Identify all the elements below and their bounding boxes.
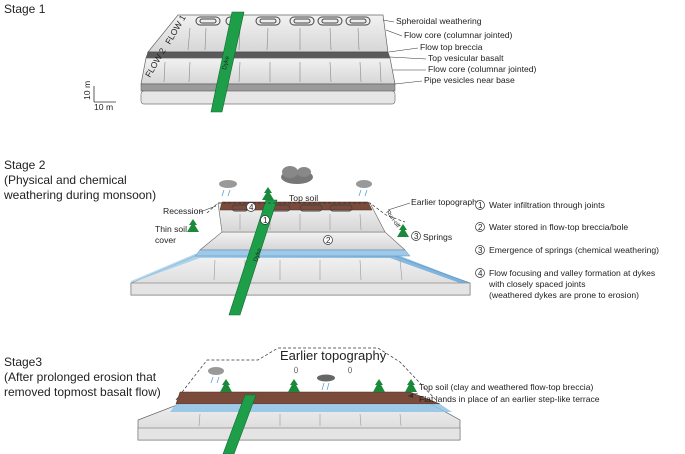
stage1-base-slab xyxy=(140,90,396,105)
stage2-base-slab xyxy=(130,282,471,296)
cloud-icon-right xyxy=(356,180,372,197)
marker-4: 4 xyxy=(249,203,254,212)
legend-3-text: Emergence of springs (chemical weatherin… xyxy=(489,245,659,255)
spheroidal-weathering-icons xyxy=(195,16,371,26)
stage2-water-storage xyxy=(194,249,411,257)
stage2-dyke-label: Dyke xyxy=(253,247,263,262)
stage3-water-layer xyxy=(170,404,452,412)
stage3-base-slab xyxy=(137,427,461,441)
stage3-tree-icons xyxy=(220,379,417,392)
stage2-title-2: (Physical and chemical xyxy=(4,173,127,187)
legend-4-text-3: (weathered dykes are prone to erosion) xyxy=(489,290,639,300)
stage3-flat-lands-label: Flat lands in place of an earlier step-l… xyxy=(419,394,600,404)
stage3-earlier-topography-label: Earlier topography xyxy=(280,348,387,363)
stage2-top-soil xyxy=(219,201,373,211)
svg-text:3: 3 xyxy=(478,246,483,255)
label-flow-core-upper: Flow core (columnar jointed) xyxy=(404,30,513,40)
svg-text:1: 1 xyxy=(478,201,483,210)
legend-1-text: Water infiltration through joints xyxy=(489,200,605,210)
stage2-earlier-topography-line xyxy=(206,202,406,223)
stage3-title-3: removed topmost basalt flow) xyxy=(4,385,161,399)
tree-icons xyxy=(187,187,409,237)
label-flow-core-lower: Flow core (columnar jointed) xyxy=(428,64,537,74)
scale-vertical-label: 10 m xyxy=(82,81,92,100)
stage1: Stage 1 D xyxy=(4,2,537,113)
label-pipe-vesicles: Pipe vesicles near base xyxy=(424,75,515,85)
stage3-cloud-icon-center xyxy=(317,374,335,391)
legend-2-text: Water stored in flow-top breccia/bole xyxy=(489,222,628,232)
stage2-thin-soil-label-2: cover xyxy=(155,235,176,245)
stage2-title-3: weathering during monsoon) xyxy=(3,188,156,202)
scale-horizontal-label: 10 m xyxy=(94,102,113,112)
stage1-title: Stage 1 xyxy=(4,2,46,16)
cloud-icon-left xyxy=(219,180,237,197)
stage2-runoff-label: Run-off xyxy=(384,210,400,230)
stage3-cloud-icon-left xyxy=(208,367,224,384)
stage2-springs-label: Springs xyxy=(423,232,452,242)
legend-4-text-2: with closely spaced joints xyxy=(488,279,586,289)
stage2-legend: 1 Water infiltration through joints 2 Wa… xyxy=(475,200,659,300)
stage2-top-soil-label: Top soil xyxy=(289,193,318,203)
stage1-labels: Spheroidal weathering Flow core (columna… xyxy=(382,16,537,85)
stage2-thin-soil-label-1: Thin soil xyxy=(155,224,187,234)
stage1-joints xyxy=(163,27,382,83)
label-spheroidal-weathering: Spheroidal weathering xyxy=(396,16,482,26)
marker-1: 1 xyxy=(263,216,268,225)
svg-text:2: 2 xyxy=(478,223,483,232)
stage1-breccia-band xyxy=(145,51,391,59)
stage2-middle-flow xyxy=(199,231,406,251)
stage1-dyke-label: Dyke xyxy=(222,55,231,70)
cloud-icon xyxy=(281,166,313,184)
stage3-drop-icons xyxy=(294,366,352,374)
stage2-recession-label: Recession xyxy=(163,206,203,216)
label-flow-top-breccia: Flow top breccia xyxy=(420,42,483,52)
label-top-vesicular-basalt: Top vesicular basalt xyxy=(428,53,504,63)
stage3: Stage3 (After prolonged erosion that rem… xyxy=(4,347,600,454)
legend-4-text: Flow focusing and valley formation at dy… xyxy=(489,268,655,278)
stage1-flow1-block xyxy=(140,57,396,85)
stage2-markers: 4 1 2 3 xyxy=(246,202,421,245)
stage2-title-1: Stage 2 xyxy=(4,158,46,172)
stage1-dyke xyxy=(210,11,245,113)
stage1-base-band xyxy=(140,83,396,92)
stage2-earlier-topography-label: Earlier topography xyxy=(411,197,482,207)
marker-3: 3 xyxy=(414,232,419,241)
stage2: Stage 2 (Physical and chemical weatherin… xyxy=(3,158,659,316)
stage3-top-soil xyxy=(175,391,441,405)
stage3-dyke xyxy=(222,394,257,454)
svg-text:4: 4 xyxy=(478,269,483,278)
stage3-title-2: (After prolonged erosion that xyxy=(4,370,157,384)
stage3-earlier-topography-line xyxy=(175,347,437,401)
stage3-top-soil-label: Top soil (clay and weathered flow-top br… xyxy=(419,382,593,392)
stage3-title-1: Stage3 xyxy=(4,355,42,369)
marker-2: 2 xyxy=(326,236,331,245)
